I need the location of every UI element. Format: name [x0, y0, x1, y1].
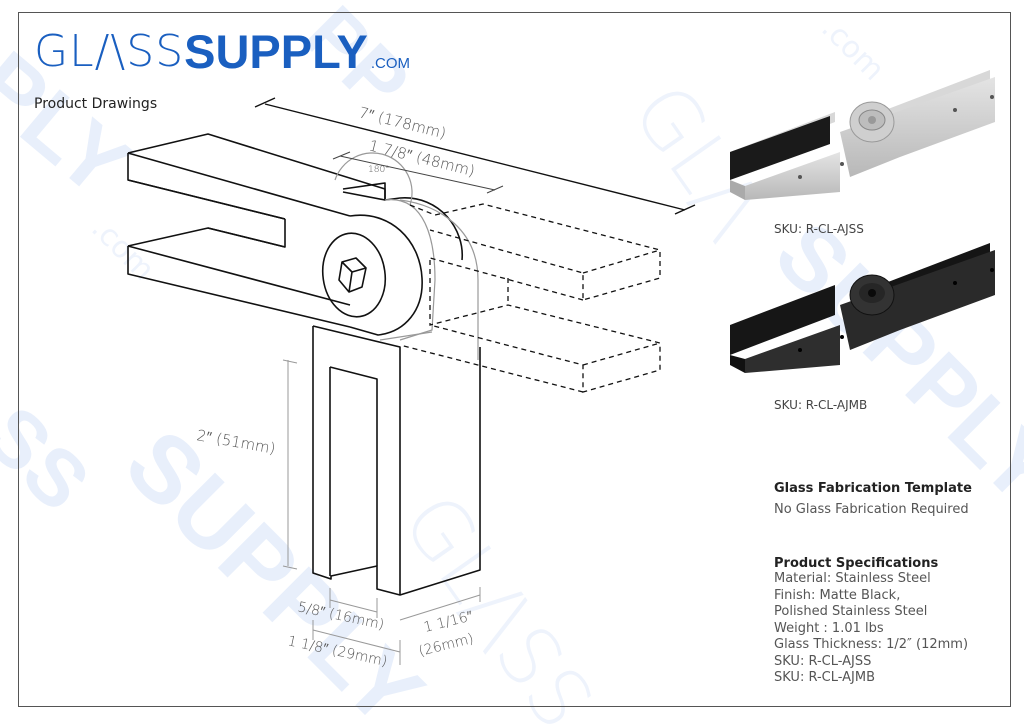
spec-line: SKU: R-CL-AJSS — [774, 653, 872, 669]
fabrication-value: No Glass Fabrication Required — [774, 502, 969, 517]
spec-line: Polished Stainless Steel — [774, 604, 928, 619]
logo-suffix: .COM — [370, 55, 411, 72]
fabrication-title: Glass Fabrication Template — [774, 481, 972, 496]
spec-line: SKU: R-CL-AJMB — [774, 670, 876, 685]
dim-slot-width: 5/8″ (16mm) — [296, 599, 385, 633]
spec-line: Glass Thickness: 1/2″ (12mm) — [774, 637, 969, 652]
product-photo-stainless — [730, 70, 995, 200]
sku-label-matte-black: SKU: R-CL-AJMB — [774, 398, 868, 412]
page-border — [18, 12, 1011, 707]
fabrication-section: Glass Fabrication Template No Glass Fabr… — [774, 481, 972, 519]
dim-total-width: 1 1/8″ (29mm) — [286, 633, 388, 670]
spec-line: Finish: Matte Black, — [774, 587, 901, 603]
product-photo-matte-black — [730, 243, 995, 373]
specifications-section: Product Specifications Material: Stainle… — [774, 556, 968, 687]
logo-bold-text: SUPPLY — [184, 25, 368, 78]
dim-rotation: 180° — [368, 165, 390, 175]
dim-height: 2″ (51mm) — [195, 426, 277, 458]
spec-line: Weight : 1.01 lbs — [774, 620, 884, 636]
spec-line: Material: Stainless Steel — [774, 571, 931, 586]
sku-label-stainless: SKU: R-CL-AJSS — [774, 222, 864, 236]
logo-light-text: GL/\SS — [34, 26, 185, 77]
section-label: Product Drawings — [34, 96, 158, 112]
specifications-title: Product Specifications — [774, 556, 939, 571]
glasssupply-logo: GL/\SS SUPPLY .COM — [34, 25, 411, 78]
